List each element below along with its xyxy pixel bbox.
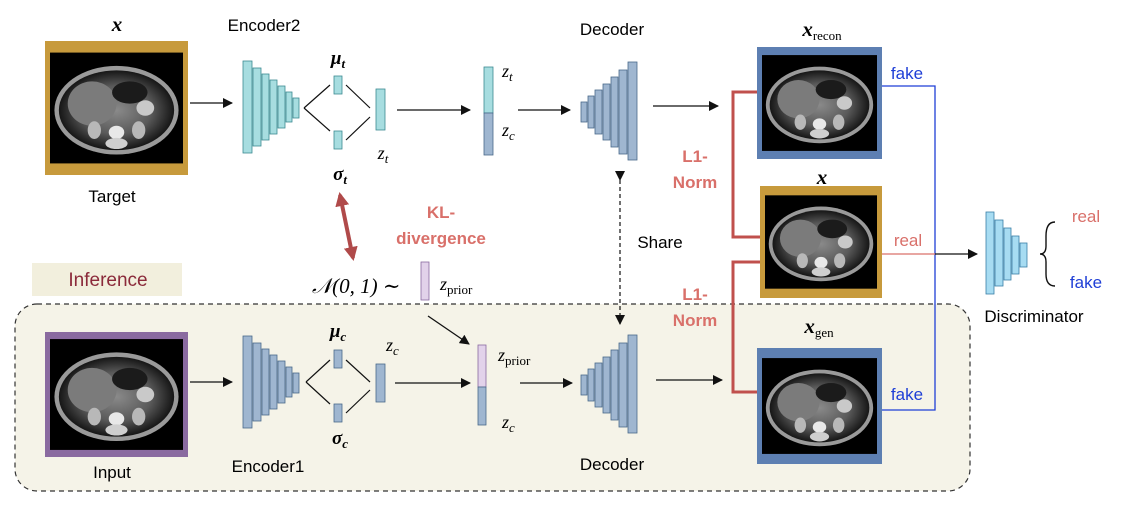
recon-ct-image (762, 55, 877, 151)
latent-zt-block (483, 66, 494, 114)
real-mid-label: real (894, 231, 922, 250)
discriminator-label: Discriminator (984, 307, 1084, 326)
z-c-encoder-label: zc (385, 335, 399, 358)
latent-zc-block-bot (477, 386, 487, 426)
x-mid-label: x (816, 165, 828, 189)
kl-label-line1: KL- (427, 203, 455, 222)
z-prior-mid-block (420, 261, 430, 301)
input-label: Input (93, 463, 131, 482)
gen-ct-image (762, 358, 877, 454)
mu-c-block (333, 349, 343, 369)
decoder-top-label: Decoder (580, 20, 645, 39)
real-ct-image (765, 195, 877, 289)
x-gen-label: xgen (803, 314, 834, 340)
target-label: Target (88, 187, 136, 206)
z-t-encoder-label: zt (377, 143, 389, 166)
disc-real-label: real (1072, 207, 1100, 226)
x-target-label: x (111, 12, 123, 36)
target-ct-image (50, 52, 183, 164)
z-c-encoder-block (375, 363, 386, 403)
arrow-prior-latent (427, 315, 470, 345)
decoder-bot-block (580, 334, 638, 434)
inference-label: Inference (68, 270, 147, 291)
fake-bot-label: fake (891, 385, 923, 404)
encoder1-label: Encoder1 (232, 457, 305, 476)
kl-arrow (335, 192, 358, 261)
decoder-bot-label: Decoder (580, 455, 645, 474)
mu-c-label: μc (329, 321, 347, 344)
latent-prior-block-bot (477, 344, 487, 388)
z-t-label: zt (501, 61, 513, 84)
latent-zc-block-top (483, 112, 494, 156)
sigma-c-block (333, 403, 343, 423)
z-t-encoder-block (375, 88, 386, 131)
share-label: Share (637, 233, 682, 252)
normal-dist-label: 𝒩(0, 1) ∼ (312, 274, 400, 298)
sigma-c-label: σc (332, 428, 348, 451)
l1-top-line1: L1- (682, 147, 708, 166)
kl-label-line2: divergence (396, 229, 486, 248)
l1-connectors (731, 90, 760, 394)
inference-label-bg (32, 263, 182, 296)
sigma-t-label: σt (333, 164, 347, 187)
decoder-top-block (580, 61, 638, 161)
encoder2-label: Encoder2 (228, 16, 301, 35)
z-c-top-label: zc (501, 120, 515, 143)
disc-brace (1039, 221, 1056, 287)
l1-bot-line2: Norm (673, 311, 717, 330)
z-prior-bot-label: zprior (497, 345, 531, 368)
encoder2-block (242, 60, 300, 154)
z-prior-mid-label: zprior (439, 274, 473, 297)
z-c-bot-label: zc (501, 412, 515, 435)
mu-t-block (333, 75, 343, 95)
disc-fake-label: fake (1070, 273, 1102, 292)
mu-t-label: μt (330, 48, 346, 71)
input-ct-image (50, 339, 183, 450)
fake-top-label: fake (891, 64, 923, 83)
sigma-t-block (333, 130, 343, 150)
discriminator-block (985, 211, 1028, 295)
x-recon-label: xrecon (801, 17, 842, 43)
encoder1-block (242, 335, 300, 429)
l1-top-line2: Norm (673, 173, 717, 192)
l1-bot-line1: L1- (682, 285, 708, 304)
disc-connectors (882, 85, 936, 411)
